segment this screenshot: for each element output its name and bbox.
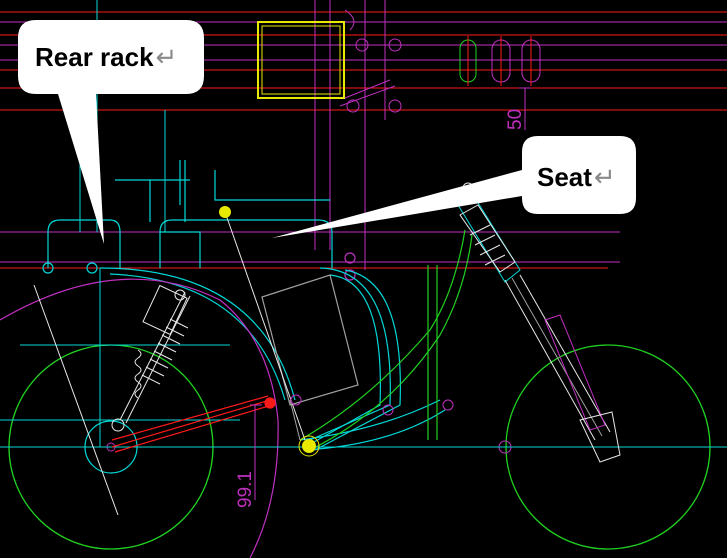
wheel-travel-arc — [0, 278, 279, 558]
axle-line — [0, 268, 727, 448]
battery-box — [261, 274, 359, 406]
rear-rack-label: Rear rack↵ — [35, 42, 177, 73]
dimension-50: 50 — [505, 109, 526, 130]
main-frame-green — [299, 229, 473, 451]
seat-label-text: Seat — [537, 162, 592, 192]
linkage-rod — [111, 395, 276, 453]
seat-callout — [272, 136, 636, 238]
front-fork — [454, 182, 621, 463]
dimension-99-1-line — [250, 404, 262, 500]
upper-frame-parts — [257, 9, 541, 130]
seat-label: Seat↵ — [537, 162, 616, 193]
rear-rack-label-text: Rear rack — [35, 42, 154, 72]
rear-rack-callout — [18, 20, 204, 244]
pivot-markers — [219, 206, 454, 457]
swingarm-curves — [99, 267, 446, 451]
vertical-reference-lines — [79, 0, 386, 270]
head-tube-line — [289, 399, 301, 441]
return-mark-icon: ↵ — [593, 162, 616, 192]
return-mark-icon: ↵ — [155, 42, 178, 72]
dimension-99-1: 99.1 — [235, 471, 256, 508]
rear-shock — [111, 284, 191, 432]
